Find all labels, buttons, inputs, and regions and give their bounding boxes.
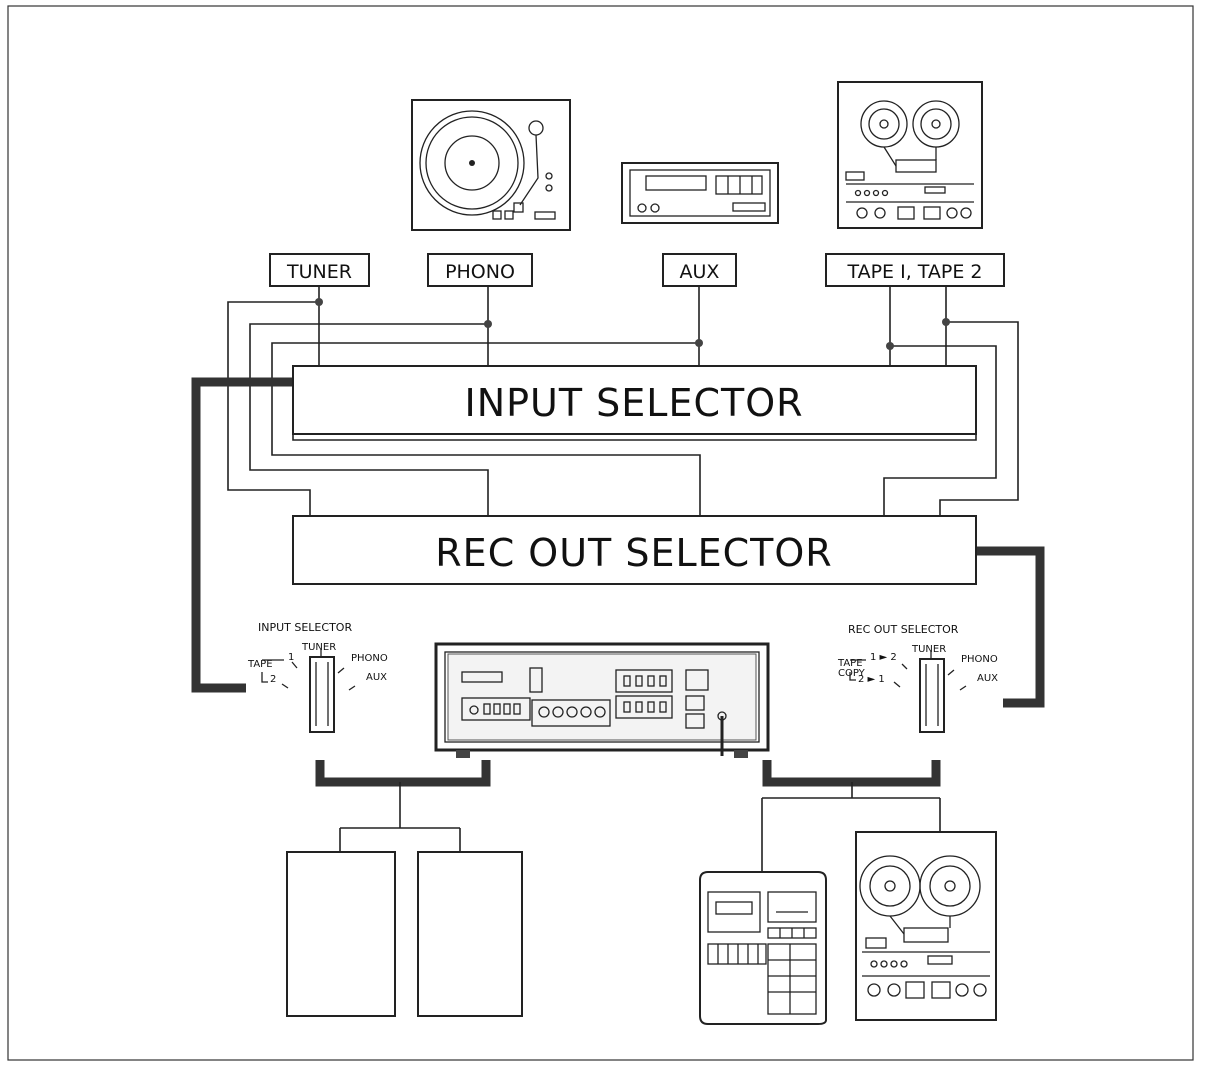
rec-out-selector-knob[interactable] <box>919 658 945 733</box>
speaker-connection-lines <box>339 782 461 852</box>
rec-knob-tape: TAPE <box>837 658 863 669</box>
rec-out-selector-box: REC OUT SELECTOR <box>292 515 977 585</box>
turntable-icon <box>411 99 571 231</box>
cassette-deck-icon <box>699 871 827 1025</box>
rec-knob-title: REC OUT SELECTOR <box>848 623 959 636</box>
input-selector-knob[interactable] <box>309 656 335 733</box>
reel-to-reel-icon <box>837 81 983 229</box>
input-knob-title: INPUT SELECTOR <box>258 621 352 634</box>
input-knob-aux: AUX <box>366 672 387 683</box>
cassette-deck-icon <box>621 162 779 224</box>
input-knob-phono: PHONO <box>351 653 388 664</box>
input-knob-pos2: 2 <box>270 674 276 685</box>
rec-knob-copy: COPY <box>838 668 866 679</box>
amplifier-rear-panel-icon <box>434 642 770 758</box>
diagram-frame <box>7 5 1194 1061</box>
input-knob-tuner: TUNER <box>301 642 336 653</box>
rec-knob-copy-2-1: 2 ► 1 <box>858 674 885 685</box>
tape-source-box: TAPE I, TAPE 2 <box>825 253 1005 287</box>
speaker-left-icon <box>286 851 396 1017</box>
rec-knob-tuner: TUNER <box>911 644 946 655</box>
input-selector-box: INPUT SELECTOR <box>292 365 977 435</box>
rec-knob-phono: PHONO <box>961 654 998 665</box>
rec-out-selector-knob-panel: REC OUT SELECTOR TUNER PHONO AUX TAPE CO… <box>837 623 998 733</box>
rec-out-selector-label: REC OUT SELECTOR <box>435 531 832 575</box>
input-knob-pos1: 1 <box>288 652 294 663</box>
reel-to-reel-icon <box>855 831 997 1021</box>
tuner-label: TUNER <box>286 261 352 283</box>
phono-label: PHONO <box>445 261 515 283</box>
input-knob-tape: TAPE <box>247 659 273 670</box>
phono-source-box: PHONO <box>427 253 533 287</box>
speaker-right-icon <box>417 851 523 1017</box>
tuner-source-box: TUNER <box>269 253 370 287</box>
tape-label: TAPE I, TAPE 2 <box>846 261 982 283</box>
aux-label: AUX <box>680 261 720 283</box>
input-selector-knob-panel: INPUT SELECTOR TUNER PHONO AUX TAPE 1 2 <box>247 621 388 733</box>
aux-source-box: AUX <box>662 253 737 287</box>
rec-knob-copy-1-2: 1 ► 2 <box>870 652 897 663</box>
rec-knob-aux: AUX <box>977 673 998 684</box>
input-selector-label: INPUT SELECTOR <box>464 381 803 425</box>
recorder-connection-lines <box>761 782 941 872</box>
